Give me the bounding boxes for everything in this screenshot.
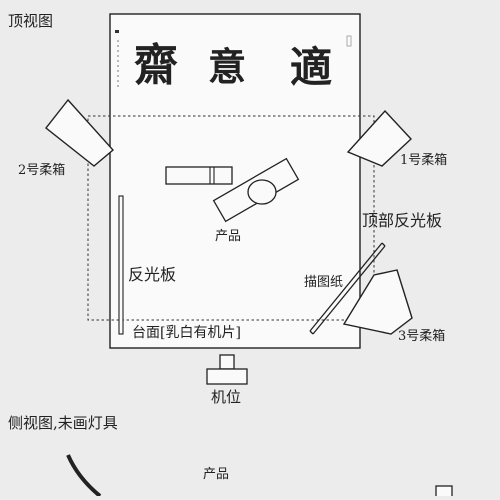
reflector-label: 反光板 bbox=[128, 265, 176, 284]
softbox-2-shape bbox=[45, 98, 115, 167]
inscription-mark bbox=[115, 30, 119, 33]
tracing-paper-edge-1 bbox=[309, 242, 383, 332]
side-view-product-label: 产品 bbox=[203, 467, 229, 482]
tracing-paper-edge-2 bbox=[312, 245, 386, 335]
calligraphy-char-2: 意 bbox=[208, 44, 246, 89]
camera-lens bbox=[219, 354, 235, 370]
product-top-label: 产品 bbox=[215, 229, 241, 244]
tracing-paper-label: 描图纸 bbox=[304, 275, 343, 290]
side-view-object bbox=[435, 485, 453, 499]
top-view-title: 顶视图 bbox=[8, 12, 53, 30]
table-board bbox=[109, 13, 361, 349]
tracing-paper-cap-1 bbox=[309, 330, 314, 335]
calligraphy-artwork: 齋 意 適 bbox=[115, 30, 352, 92]
calligraphy-char-1: 齋 bbox=[134, 40, 178, 91]
softbox-1-shape bbox=[346, 109, 412, 167]
calligraphy-char-3: 適 bbox=[290, 43, 332, 92]
softbox-2-label: 2号柔箱 bbox=[18, 162, 65, 178]
softbox-3-shape bbox=[342, 269, 413, 335]
side-view-title: 侧视图,未画灯具 bbox=[8, 414, 118, 432]
softbox-1-label: 1号柔箱 bbox=[400, 152, 447, 168]
softbox-3-label: 3号柔箱 bbox=[398, 328, 445, 344]
camera-icon bbox=[206, 354, 248, 385]
camera-body bbox=[206, 368, 248, 385]
product-round-part bbox=[247, 179, 277, 205]
product-top-view bbox=[165, 157, 300, 223]
reflector-bar bbox=[118, 195, 124, 335]
product-box bbox=[165, 166, 233, 185]
top-reflector-label: 顶部反光板 bbox=[362, 211, 442, 230]
camera-position-label: 机位 bbox=[211, 388, 241, 406]
seal-mark bbox=[346, 35, 352, 47]
tracing-paper bbox=[309, 242, 386, 335]
tracing-paper-cap-2 bbox=[381, 242, 386, 247]
side-view-curve bbox=[66, 454, 102, 498]
table-label: 台面[乳白有机片] bbox=[132, 325, 241, 341]
